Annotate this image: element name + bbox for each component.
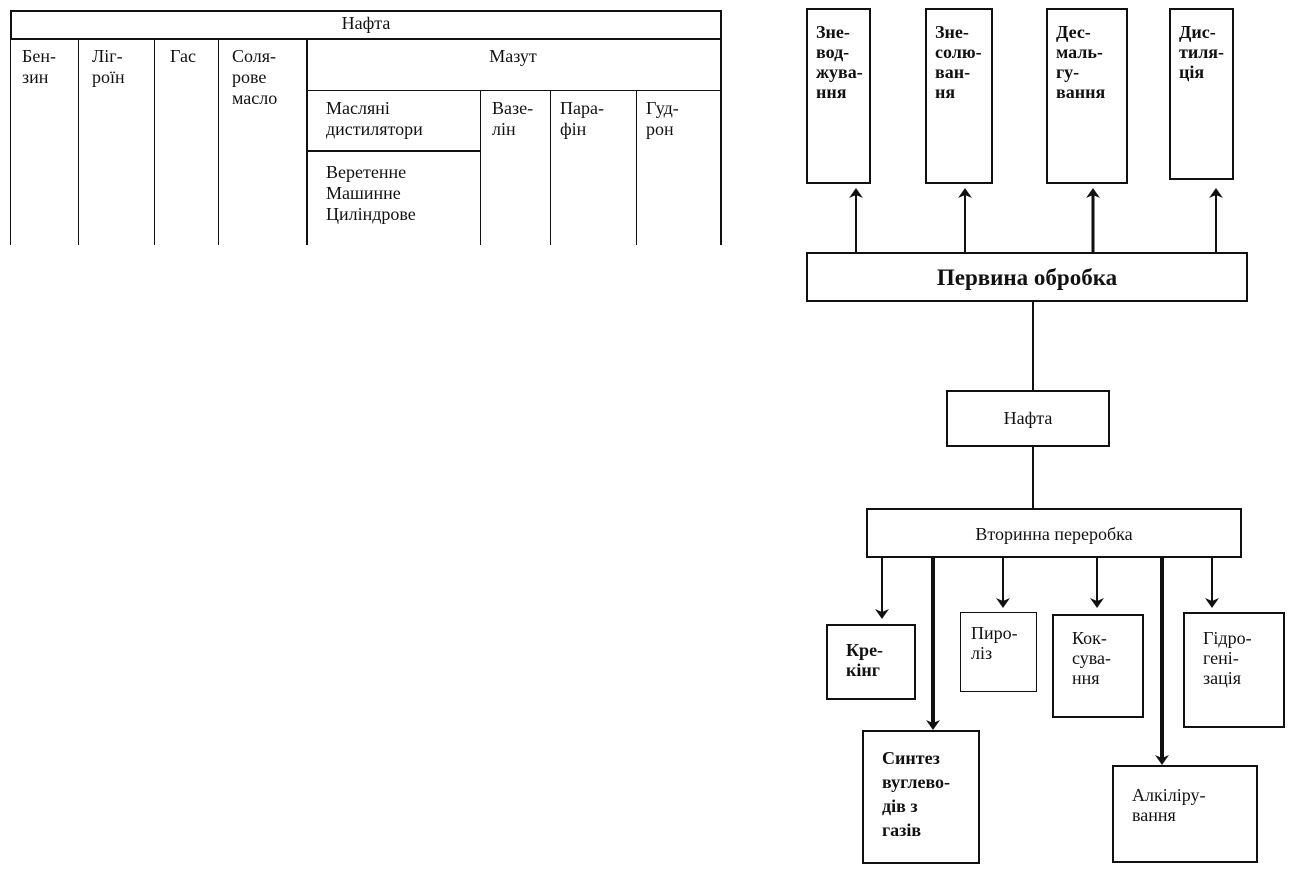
- oil-distillates: Масляні дистилятори: [326, 98, 423, 139]
- box-secondary-processing: Вторинна переробка: [866, 508, 1242, 558]
- box-distillation: Дис- тиля- ція: [1169, 8, 1234, 180]
- col-paraffin: Пара- фін: [560, 98, 604, 139]
- col-gas: Гас: [170, 46, 196, 66]
- box-hydrogenation: Гідро- гені- зація: [1183, 612, 1285, 728]
- box-hydrocarbon-synthesis: Синтез вуглево- дів з газів: [862, 730, 980, 864]
- box-pyrolysis: Пиро- ліз: [960, 612, 1037, 692]
- oil-fractions-table: Нафта Бен- зин Лiг- роїн Гас Соля- рове …: [0, 0, 730, 250]
- col-gudron: Гуд- рон: [646, 98, 679, 139]
- oil-types: Веретенне Машинне Циліндрове: [326, 162, 416, 224]
- box-primary-processing: Первина обробка: [806, 252, 1248, 302]
- box-dehydration: Зне- вод- жува- ння: [806, 8, 871, 184]
- box-coking: Кок- сува- ння: [1052, 614, 1144, 718]
- table-title: Нафта: [341, 13, 391, 33]
- box-alkylation: Алкіліру- вання: [1112, 765, 1258, 863]
- box-oil: Нафта: [946, 390, 1110, 447]
- box-demulsification: Дес- маль- гу- вання: [1046, 8, 1128, 184]
- col-solar-oil: Соля- рове масло: [232, 46, 278, 108]
- box-cracking: Кре- кінг: [826, 624, 916, 700]
- col-ligroin: Лiг- роїн: [92, 46, 125, 87]
- col-benzin: Бен- зин: [22, 46, 56, 87]
- box-desalting: Зне- солю- ван- ня: [925, 8, 993, 184]
- col-vaseline: Вазе- лін: [492, 98, 534, 139]
- col-mazut: Мазут: [489, 46, 537, 66]
